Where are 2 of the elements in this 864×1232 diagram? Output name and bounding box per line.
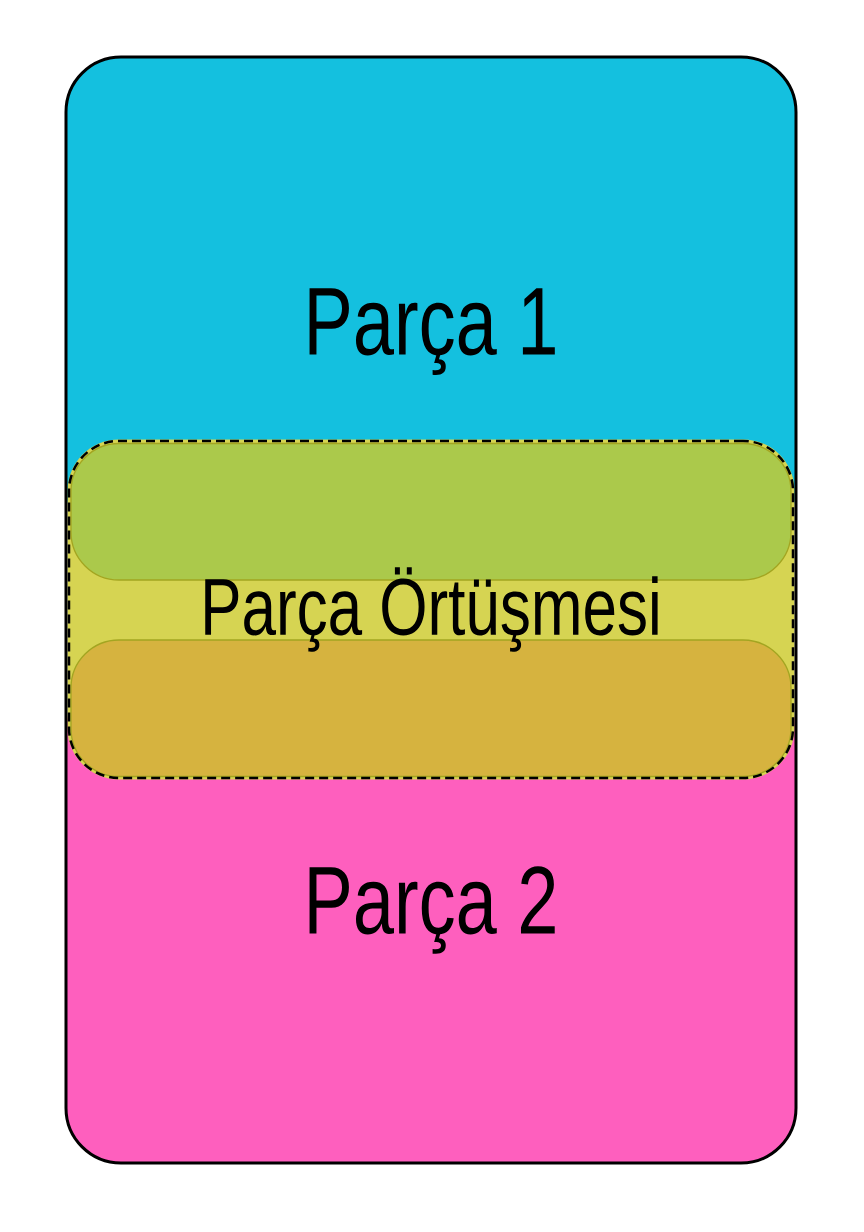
overlap-band: Parça Örtüşmesi — [67, 439, 795, 780]
card — [64, 55, 798, 1165]
